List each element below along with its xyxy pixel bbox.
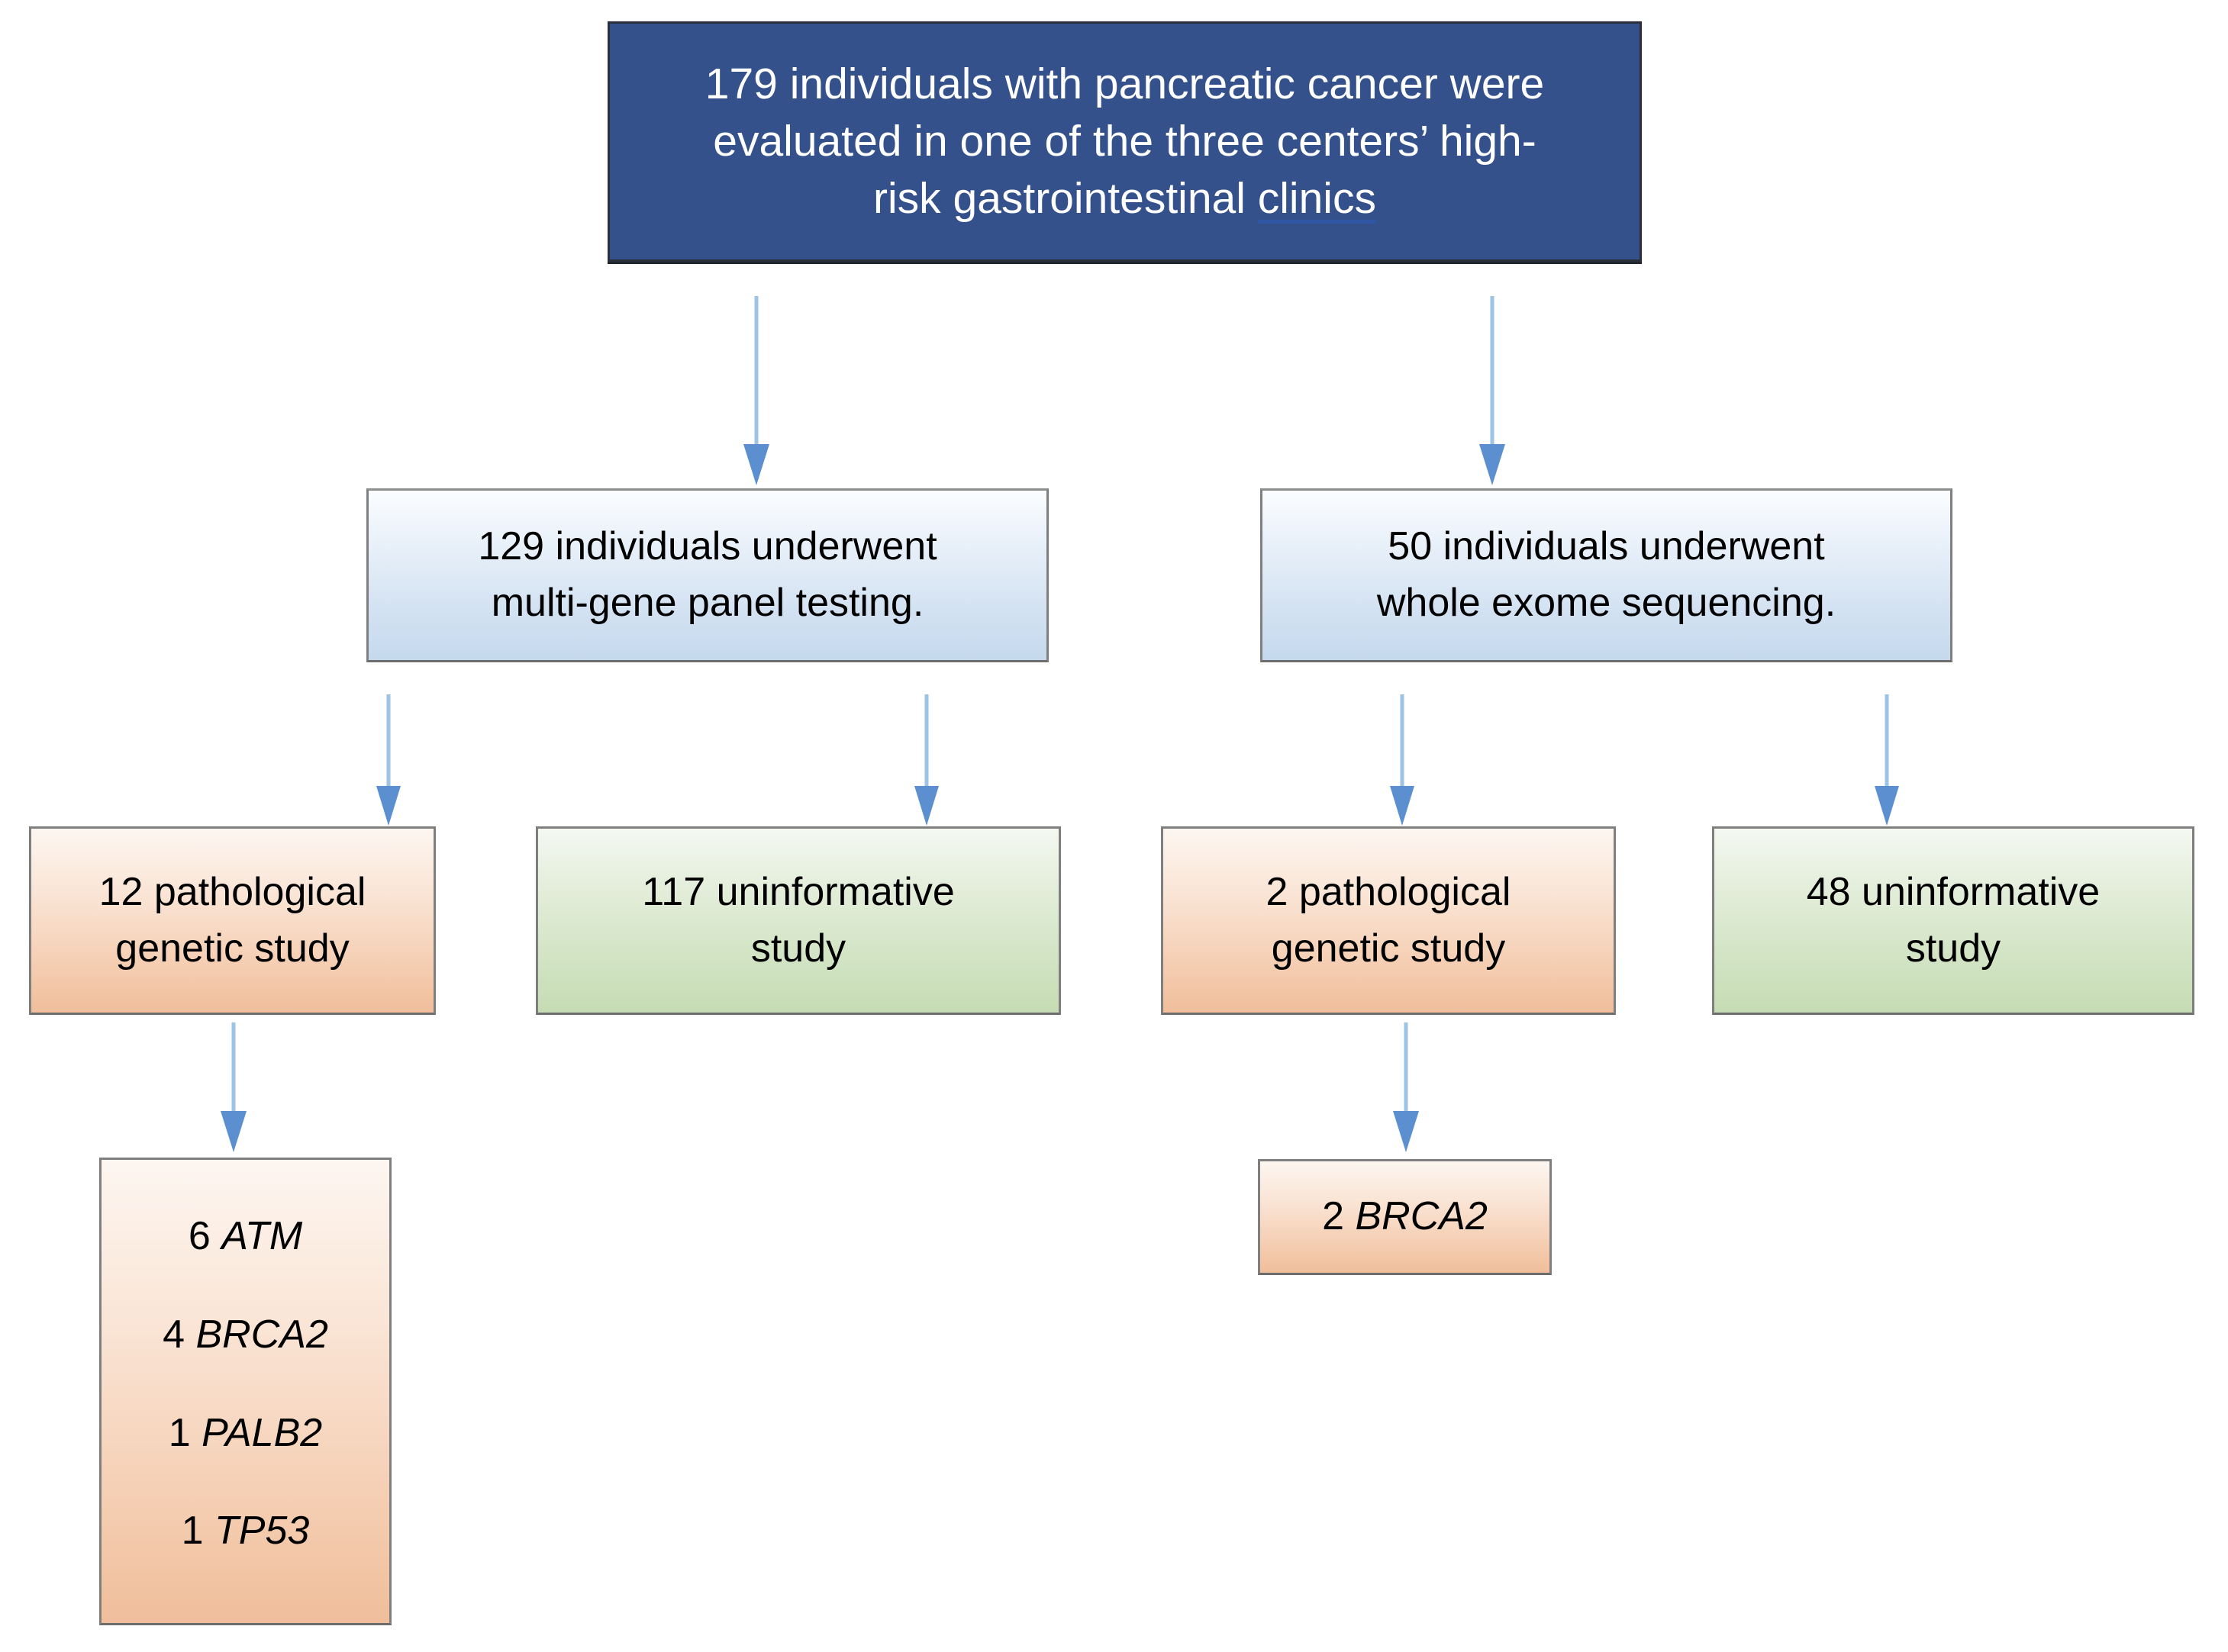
gene-row-brca2: 4 BRCA2 bbox=[109, 1286, 382, 1384]
node-root-cohort: 179 individuals with pancreatic cancer w… bbox=[608, 21, 1642, 262]
node-panel-pathological: 12 pathological genetic study bbox=[29, 826, 436, 1015]
node-exome-sequencing: 50 individuals underwent whole exome seq… bbox=[1260, 488, 1952, 662]
node-exome-pathological: 2 pathological genetic study bbox=[1161, 826, 1616, 1015]
root-line-2: evaluated in one of the three centers’ h… bbox=[713, 116, 1536, 166]
arrow-root-to-exome-sequencing bbox=[1473, 296, 1511, 485]
gene-name-brca2: BRCA2 bbox=[195, 1312, 328, 1357]
panel-testing-line-1: 129 individuals underwent bbox=[478, 524, 937, 569]
panel-uninformative-line-2: study bbox=[750, 926, 846, 971]
node-root-text: 179 individuals with pancreatic cancer w… bbox=[705, 56, 1544, 228]
node-panel-pathological-text: 12 pathological genetic study bbox=[99, 865, 366, 977]
gene-name-palb2: PALB2 bbox=[202, 1410, 323, 1455]
root-line-3-plain: risk gastrointestinal bbox=[873, 174, 1258, 224]
arrow-exome-pathological-to-genes bbox=[1389, 1022, 1423, 1152]
node-exome-gene-list: 2 BRCA2 bbox=[1258, 1159, 1552, 1275]
node-exome-pathological-text: 2 pathological genetic study bbox=[1266, 865, 1511, 977]
gene-row-tp53: 1 TP53 bbox=[109, 1482, 382, 1580]
exome-uninformative-line-1: 48 uninformative bbox=[1806, 869, 2101, 914]
panel-testing-line-2: multi-gene panel testing. bbox=[491, 581, 924, 625]
node-exome-uninformative-text: 48 uninformative study bbox=[1807, 865, 2100, 977]
node-panel-testing: 129 individuals underwent multi-gene pan… bbox=[366, 488, 1049, 662]
panel-uninformative-line-1: 117 uninformative bbox=[642, 869, 955, 914]
exome-sequencing-line-1: 50 individuals underwent bbox=[1388, 524, 1825, 569]
gene-count-atm: 6 bbox=[188, 1214, 222, 1258]
root-line-1: 179 individuals with pancreatic cancer w… bbox=[705, 59, 1545, 108]
exome-pathological-line-1: 2 pathological bbox=[1266, 869, 1511, 914]
node-panel-gene-list: 6 ATM 4 BRCA2 1 PALB2 1 TP53 bbox=[99, 1158, 392, 1625]
exome-pathological-line-2: genetic study bbox=[1271, 926, 1506, 971]
panel-pathological-line-2: genetic study bbox=[115, 926, 350, 971]
gene-row-palb2: 1 PALB2 bbox=[109, 1384, 382, 1483]
node-exome-gene-text: 2 BRCA2 bbox=[1322, 1189, 1488, 1245]
gene-count-exome-brca2: 2 bbox=[1322, 1194, 1356, 1239]
gene-name-exome-brca2: BRCA2 bbox=[1355, 1194, 1488, 1239]
gene-name-tp53: TP53 bbox=[214, 1509, 310, 1554]
gene-name-atm: ATM bbox=[221, 1214, 303, 1258]
arrow-panel-pathological-to-genes bbox=[217, 1022, 250, 1152]
node-panel-uninformative-text: 117 uninformative study bbox=[642, 865, 955, 977]
arrow-root-to-panel-testing bbox=[737, 296, 775, 485]
node-panel-testing-text: 129 individuals underwent multi-gene pan… bbox=[478, 519, 937, 632]
gene-count-palb2: 1 bbox=[168, 1410, 202, 1455]
arrow-exome-to-uninformative bbox=[1870, 694, 1904, 826]
gene-row-atm: 6 ATM bbox=[109, 1187, 382, 1286]
gene-count-tp53: 1 bbox=[181, 1509, 215, 1554]
exome-sequencing-line-2: whole exome sequencing. bbox=[1376, 581, 1836, 625]
panel-pathological-line-1: 12 pathological bbox=[98, 869, 366, 914]
exome-uninformative-line-2: study bbox=[1905, 926, 2001, 971]
arrow-exome-to-pathological bbox=[1385, 694, 1419, 826]
node-exome-sequencing-text: 50 individuals underwent whole exome seq… bbox=[1377, 519, 1836, 632]
arrow-panel-to-pathological bbox=[372, 694, 405, 826]
root-line-3-underlined: clinics bbox=[1257, 174, 1376, 224]
gene-count-brca2: 4 bbox=[163, 1312, 196, 1357]
arrow-panel-to-uninformative bbox=[910, 694, 943, 826]
node-exome-uninformative: 48 uninformative study bbox=[1712, 826, 2194, 1015]
node-panel-uninformative: 117 uninformative study bbox=[536, 826, 1061, 1015]
